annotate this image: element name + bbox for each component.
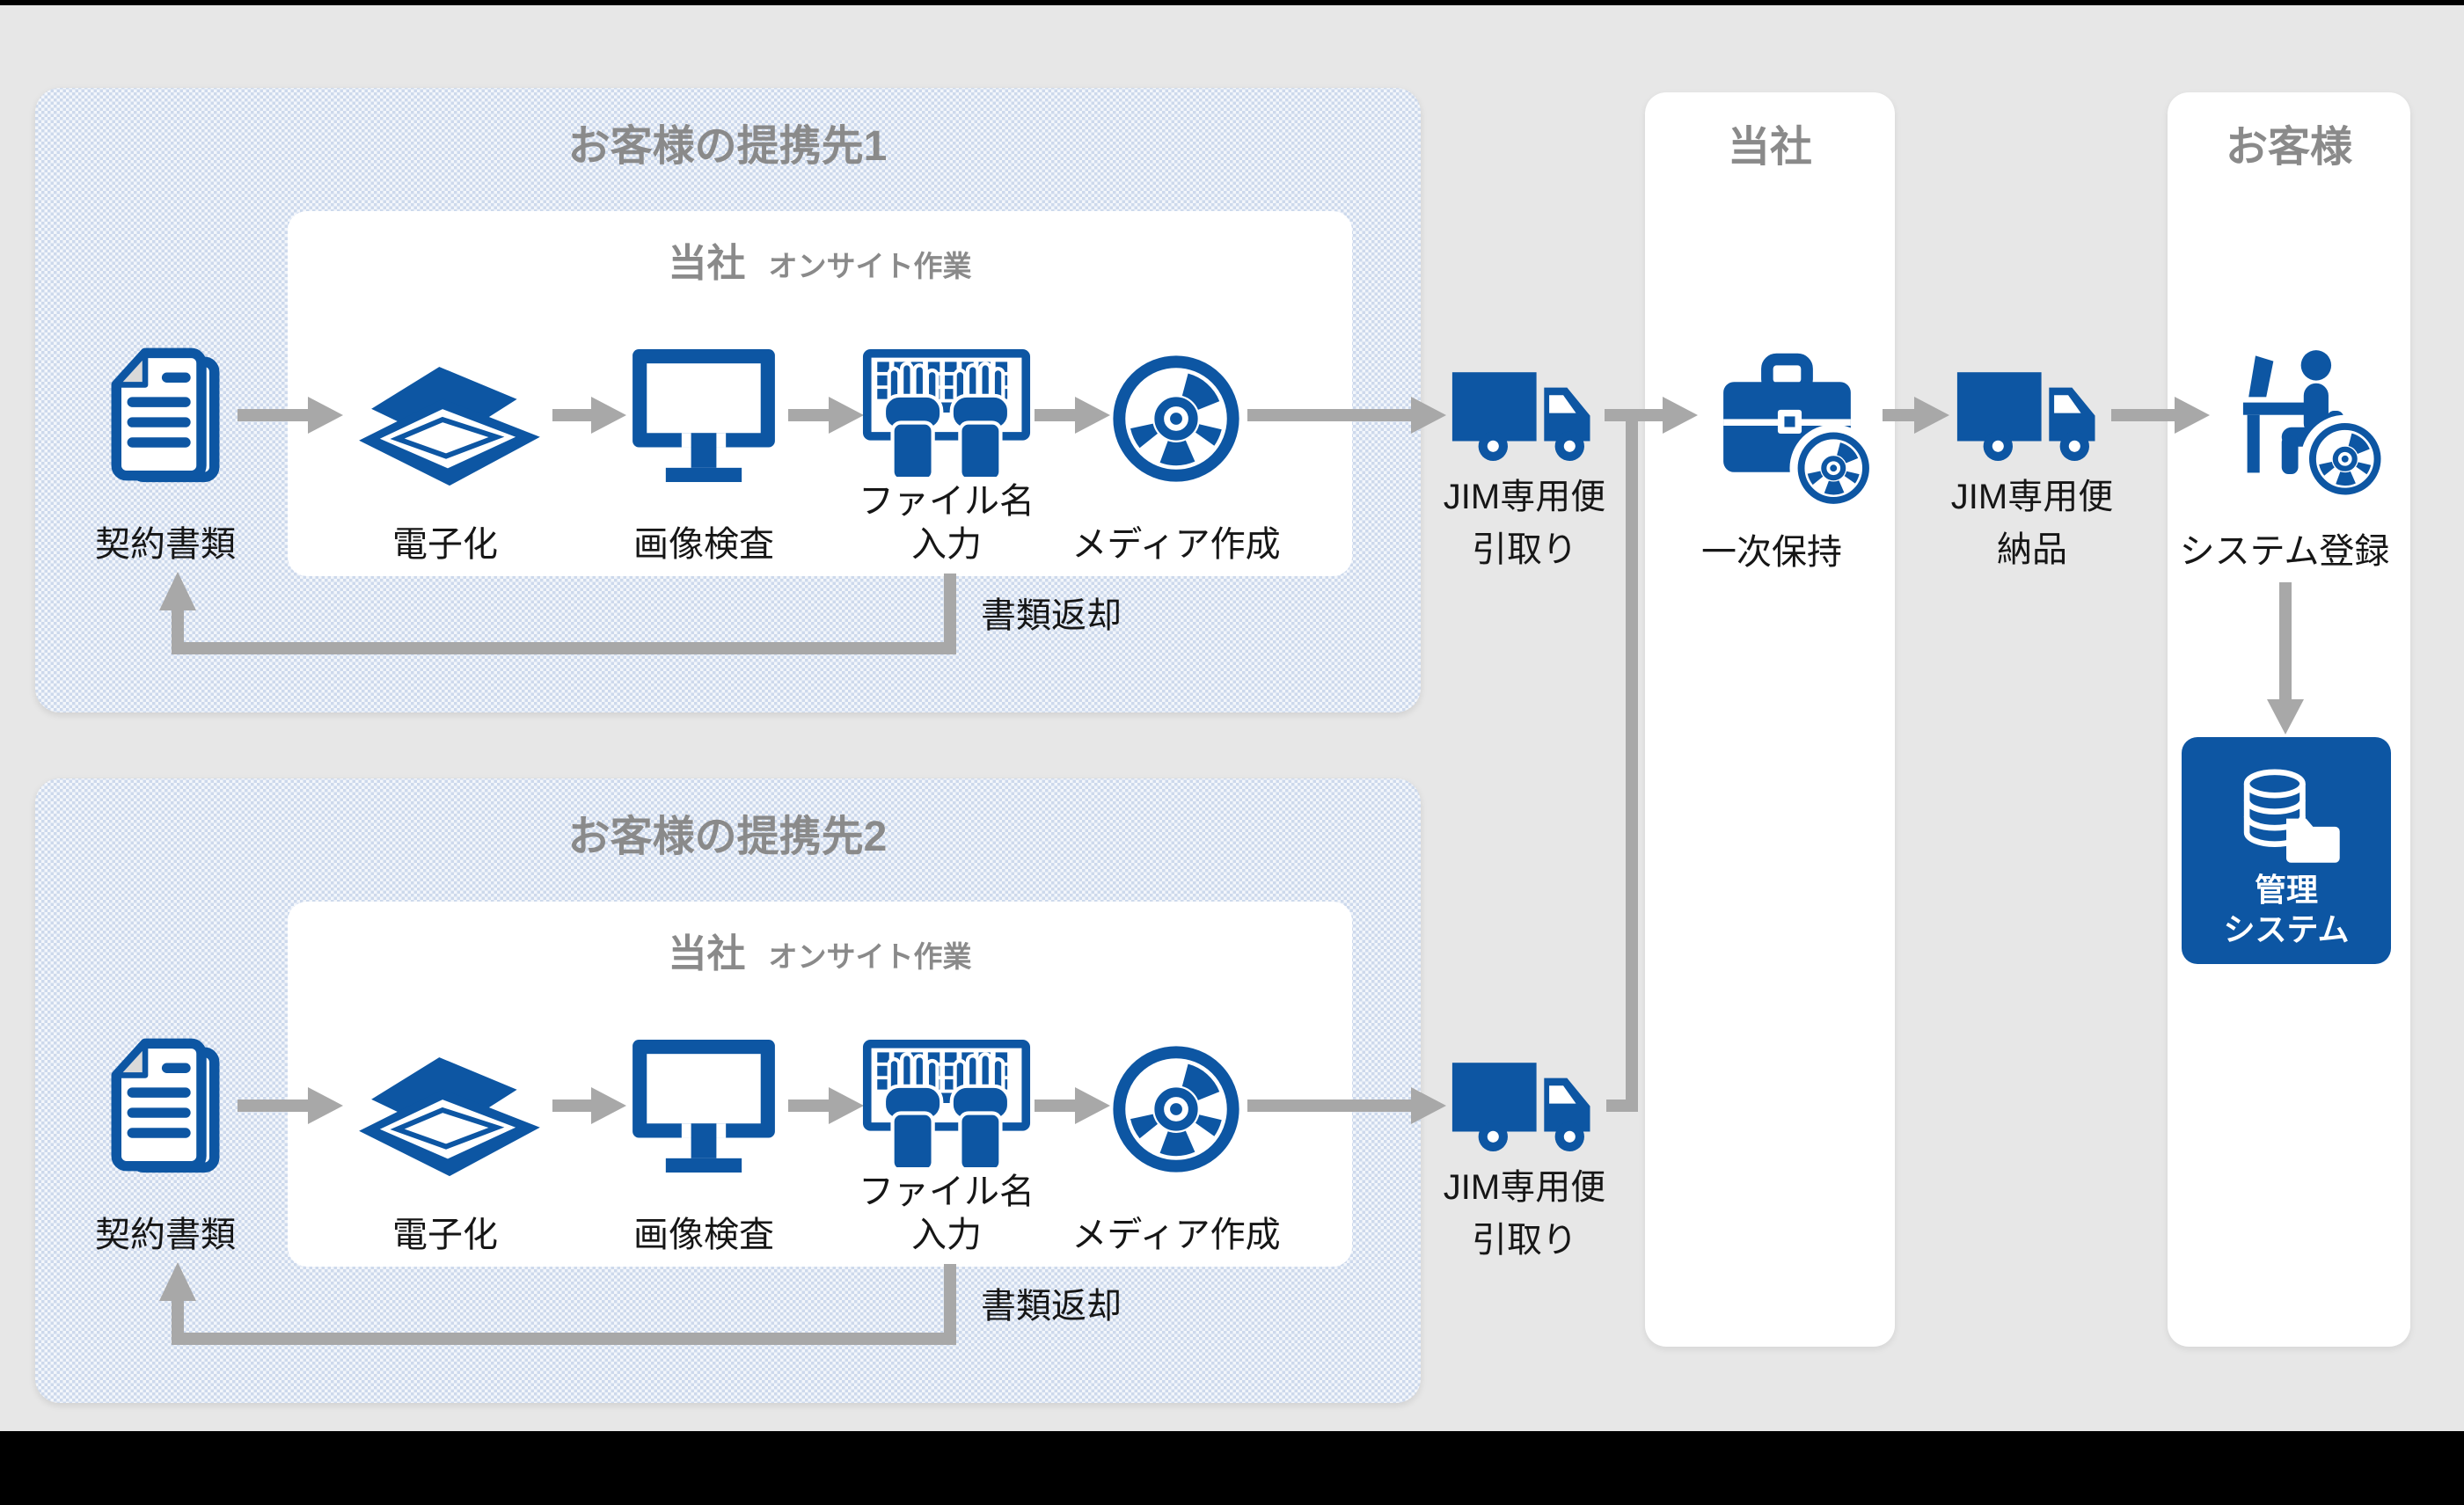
pickup-label: 引取り bbox=[1472, 1221, 1577, 1260]
step-label: ファイル名 bbox=[859, 1173, 1035, 1211]
pickup-truck-icon bbox=[1450, 352, 1603, 479]
briefcase-disc-icon bbox=[1705, 350, 1877, 509]
delivery-label: 納品 bbox=[1997, 530, 2067, 569]
person-desk-disc-icon bbox=[2217, 347, 2389, 506]
pickup-truck-icon bbox=[1450, 1042, 1603, 1170]
step-label: 電子化 bbox=[392, 1216, 498, 1254]
partner2-onsite-title: 当社 オンサイト作業 bbox=[669, 935, 972, 974]
return-label: 書類返却 bbox=[981, 1287, 1122, 1326]
disc-icon bbox=[1108, 1041, 1244, 1177]
disc-icon bbox=[1108, 351, 1244, 486]
bottom-bar: 1 bbox=[0, 1431, 2464, 1505]
database-folder-icon bbox=[2228, 758, 2344, 874]
top-bar bbox=[0, 0, 2464, 5]
system-label: 管理 bbox=[2254, 872, 2318, 908]
pickup-label: JIM専用便 bbox=[1443, 1168, 1606, 1207]
keyboard-icon bbox=[862, 348, 1031, 477]
partner1-title: お客様の提携先1 bbox=[567, 123, 888, 170]
hold-label: 一次保持 bbox=[1701, 533, 1842, 572]
step-label: 契約書類 bbox=[95, 1216, 236, 1254]
onsite-title-main: 当社 bbox=[668, 242, 746, 285]
step-label: 契約書類 bbox=[95, 525, 236, 564]
step-label: 入力 bbox=[911, 525, 982, 564]
pickup-label: JIM専用便 bbox=[1443, 478, 1606, 516]
return-label: 書類返却 bbox=[981, 596, 1122, 635]
management-system-box: 管理 システム bbox=[2182, 737, 2391, 964]
company-lane bbox=[1645, 92, 1895, 1347]
partner2-title: お客様の提携先2 bbox=[567, 814, 888, 860]
onsite-title-sub: オンサイト作業 bbox=[768, 250, 972, 282]
onsite-title-main: 当社 bbox=[668, 932, 746, 975]
company-lane-title: 当社 bbox=[1727, 124, 1813, 171]
monitor-icon bbox=[625, 341, 783, 490]
delivery-label: JIM専用便 bbox=[1950, 478, 2114, 516]
junction-line bbox=[1606, 410, 1638, 1112]
system-label: システム bbox=[2223, 911, 2350, 947]
partner1-onsite-title: 当社 オンサイト作業 bbox=[669, 245, 972, 283]
documents-icon bbox=[93, 339, 238, 494]
step-label: 画像検査 bbox=[633, 1216, 774, 1254]
step-label: 電子化 bbox=[392, 525, 498, 564]
monitor-icon bbox=[625, 1032, 783, 1180]
step-label: 入力 bbox=[911, 1216, 982, 1254]
documents-icon bbox=[93, 1029, 238, 1185]
scanner-icon bbox=[348, 343, 549, 500]
customer-lane-title: お客様 bbox=[2225, 124, 2353, 171]
scanner-icon bbox=[348, 1034, 549, 1190]
step-label: ファイル名 bbox=[859, 482, 1035, 521]
step-label: 画像検査 bbox=[633, 525, 774, 564]
delivery-truck-icon bbox=[1955, 352, 2108, 479]
keyboard-icon bbox=[862, 1039, 1031, 1167]
step-label: メディア作成 bbox=[1071, 525, 1281, 564]
register-label: システム登録 bbox=[2179, 532, 2390, 571]
step-label: メディア作成 bbox=[1071, 1216, 1281, 1254]
pickup-label: 引取り bbox=[1472, 530, 1577, 569]
onsite-title-sub: オンサイト作業 bbox=[768, 940, 972, 973]
customer-lane bbox=[2168, 92, 2410, 1347]
